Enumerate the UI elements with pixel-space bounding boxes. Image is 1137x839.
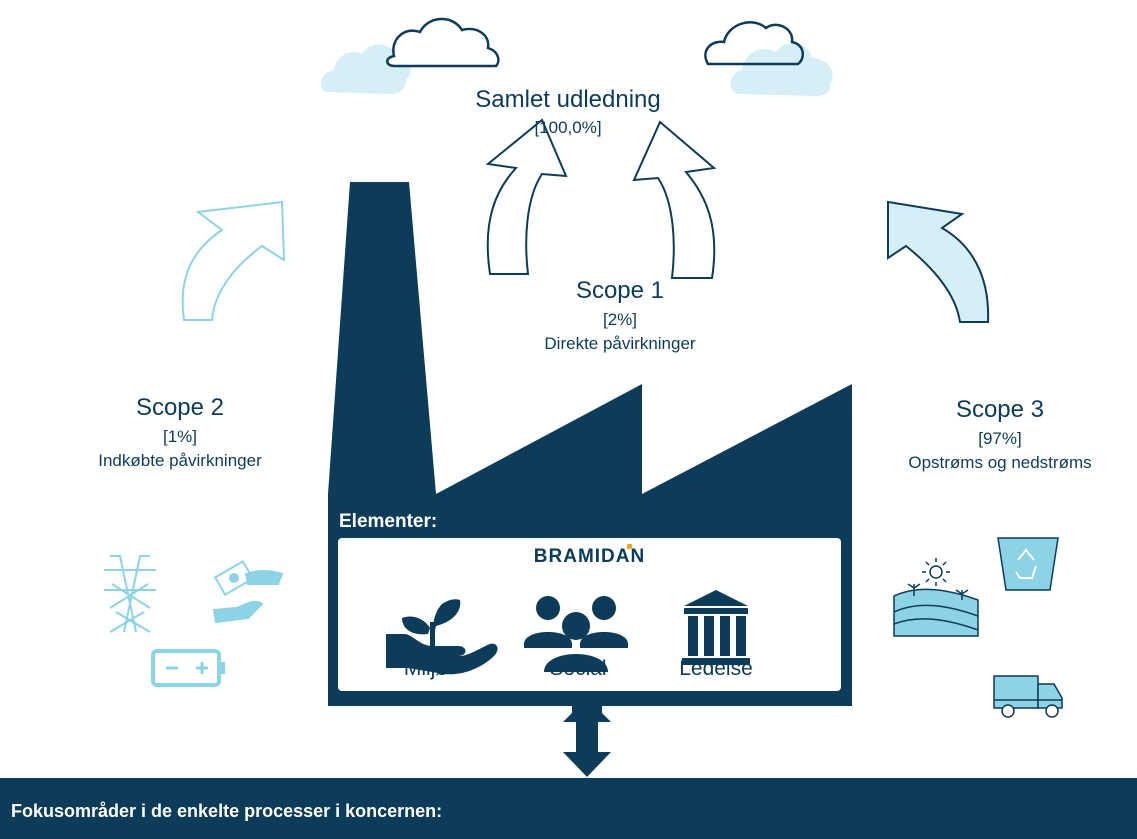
double-arrow-icon xyxy=(563,698,611,777)
battery-icon xyxy=(151,649,225,687)
total-emissions-title: Samlet udledning xyxy=(475,86,661,113)
element-label-social: Social xyxy=(549,657,607,680)
scope1-arrow-right xyxy=(632,120,717,279)
scope2-arrow xyxy=(181,200,286,321)
recycle-bin-icon xyxy=(997,537,1059,591)
element-label-miljo: Miljø xyxy=(403,657,449,680)
scope1-arrow-left xyxy=(485,118,568,275)
total-emissions-value: [100,0%] xyxy=(534,118,602,137)
elements-icons xyxy=(386,590,750,675)
scope2-description: Indkøbte påvirkninger xyxy=(98,451,262,470)
focus-areas-bar: Fokusområder i de enkelte processer i ko… xyxy=(0,778,1137,839)
cloud-left-icon xyxy=(321,17,500,94)
scope1-title: Scope 1 xyxy=(575,277,665,304)
elements-panel: BRAMIDAN xyxy=(338,538,841,691)
power-pylon-icon xyxy=(104,555,156,633)
cloud-right-icon xyxy=(704,21,833,96)
delivery-truck-icon xyxy=(993,675,1063,718)
people-group-icon xyxy=(524,596,628,672)
scope2-title: Scope 2 xyxy=(135,394,225,421)
scope1-value: [2%] xyxy=(602,310,638,329)
scope3-title: Scope 3 xyxy=(955,396,1045,423)
brand-logo: BRAMIDAN xyxy=(533,546,646,567)
scope1-description: Direkte påvirkninger xyxy=(544,334,696,353)
elements-heading: Elementer: xyxy=(339,511,438,532)
scope3-description: Opstrøms og nedstrøms xyxy=(908,453,1092,472)
scope2-value: [1%] xyxy=(162,427,198,446)
focus-areas-heading: Fokusområder i de enkelte processer i ko… xyxy=(11,801,443,821)
plant-in-hand-icon xyxy=(386,599,498,675)
brand-logo-accent xyxy=(627,544,632,549)
scope3-arrow xyxy=(887,200,990,323)
money-hand-icon xyxy=(212,559,284,624)
institution-building-icon xyxy=(682,590,750,665)
farmland-icon xyxy=(893,558,979,637)
scope3-value: [97%] xyxy=(978,429,1022,448)
element-label-ledelse: Ledelse xyxy=(679,657,753,680)
